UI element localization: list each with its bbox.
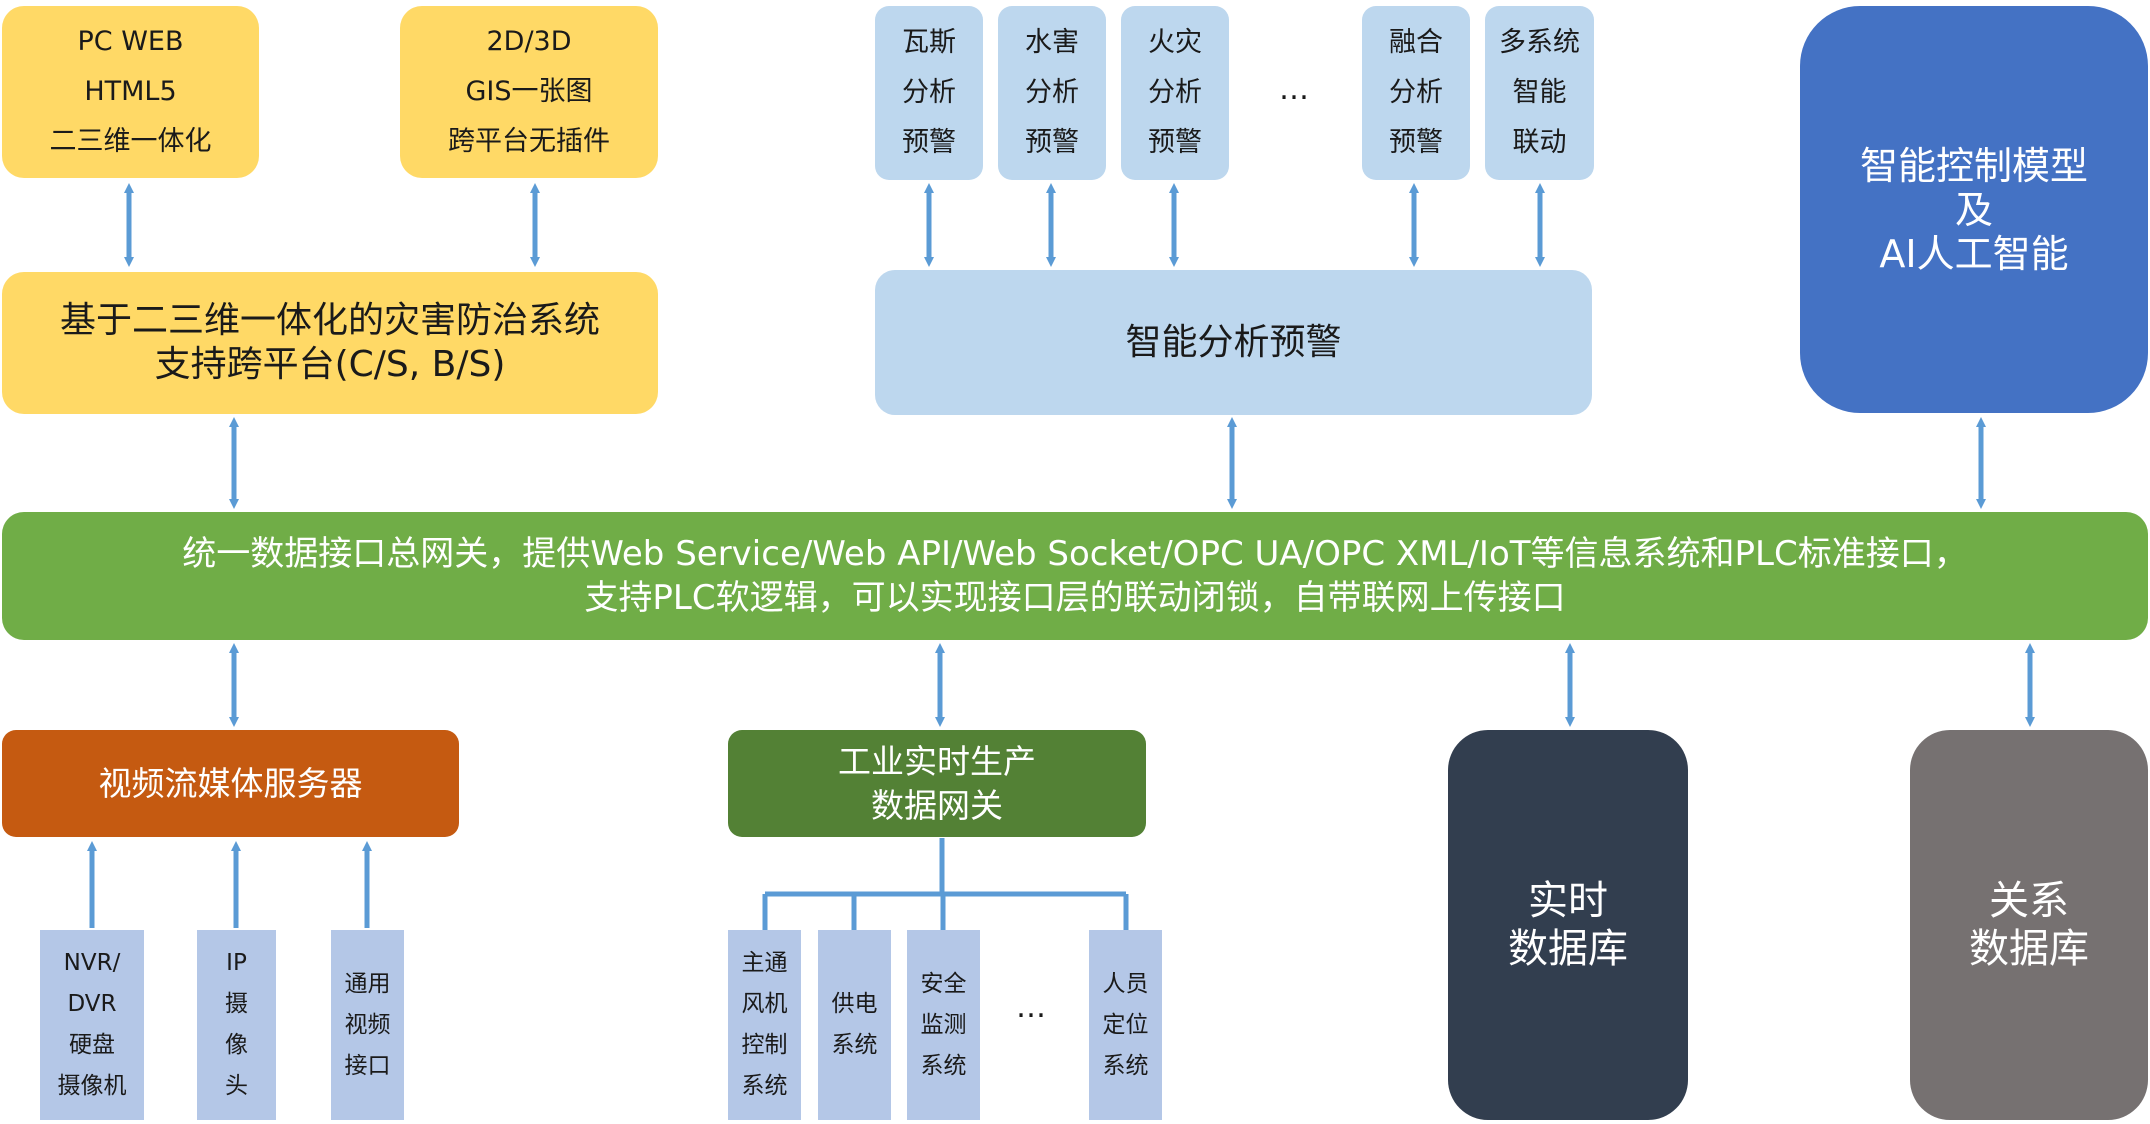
video-source-ip-line-3: 像 bbox=[225, 1032, 248, 1058]
warning-item-fire-line-3: 预警 bbox=[1148, 127, 1202, 158]
warning-ellipsis: … bbox=[1279, 72, 1309, 107]
industrial-ellipsis: … bbox=[1016, 990, 1046, 1025]
warning-item-gas-line-3: 预警 bbox=[902, 127, 956, 158]
industrial-system-personnel-line-3: 系统 bbox=[1102, 1052, 1149, 1079]
gateway-line-2: 支持PLC软逻辑，可以实现接口层的联动闭锁，自带联网上传接口 bbox=[584, 578, 1566, 618]
industrial-system-power-line-2: 系统 bbox=[831, 1032, 878, 1058]
industrial-system-personnel: 人员 定位 系统 bbox=[1089, 930, 1162, 1120]
warning-item-fire: 火灾 分析 预警 bbox=[1121, 6, 1229, 180]
pc-web-box: PC WEB HTML5 二三维一体化 bbox=[2, 6, 259, 178]
video-source-nvr-line-4: 摄像机 bbox=[57, 1073, 127, 1099]
industrial-system-personnel-line-2: 定位 bbox=[1102, 1011, 1149, 1038]
relational-database: 关系 数据库 bbox=[1910, 730, 2148, 1120]
video-source-ip-camera: IP 摄 像 头 bbox=[197, 930, 276, 1120]
realtime-database: 实时 数据库 bbox=[1448, 730, 1688, 1120]
industrial-gateway-line-1: 工业实时生产 bbox=[838, 741, 1036, 781]
disaster-system-box: 基于二三维一体化的灾害防治系统 支持跨平台(C/S, B/S) bbox=[2, 272, 658, 414]
warning-item-linkage-line-1: 多系统 bbox=[1499, 27, 1580, 58]
warning-item-fire-line-2: 分析 bbox=[1148, 77, 1202, 108]
video-source-ip-line-1: IP bbox=[226, 950, 247, 976]
warning-item-fusion-line-2: 分析 bbox=[1389, 77, 1443, 108]
video-source-ip-line-2: 摄 bbox=[225, 991, 248, 1017]
video-server-label: 视频流媒体服务器 bbox=[98, 763, 363, 803]
warning-item-gas-line-1: 瓦斯 bbox=[902, 27, 956, 58]
warning-item-linkage: 多系统 智能 联动 bbox=[1485, 6, 1594, 180]
gis-line-3: 跨平台无插件 bbox=[448, 126, 610, 157]
video-source-generic-line-1: 通用 bbox=[344, 970, 391, 997]
warning-item-fire-line-1: 火灾 bbox=[1148, 27, 1202, 58]
warning-item-linkage-line-2: 智能 bbox=[1512, 77, 1567, 108]
warning-item-water-line-2: 分析 bbox=[1025, 77, 1079, 108]
video-source-nvr-line-3: 硬盘 bbox=[69, 1032, 115, 1058]
industrial-system-safety-line-3: 系统 bbox=[920, 1052, 967, 1079]
realtime-db-line-1: 实时 bbox=[1528, 878, 1608, 924]
relational-db-line-2: 数据库 bbox=[1969, 926, 2089, 972]
disaster-system-line-1: 基于二三维一体化的灾害防治系统 bbox=[59, 300, 600, 341]
industrial-system-ventilation-line-3: 控制 bbox=[741, 1032, 788, 1058]
warning-item-fusion-line-1: 融合 bbox=[1389, 27, 1443, 58]
ai-line-1: 智能控制模型 bbox=[1859, 143, 2088, 188]
video-source-nvr: NVR/ DVR 硬盘 摄像机 bbox=[40, 930, 144, 1120]
video-source-generic-line-2: 视频 bbox=[344, 1011, 391, 1038]
industrial-system-power-line-1: 供电 bbox=[831, 991, 878, 1017]
warning-item-gas: 瓦斯 分析 预警 bbox=[875, 6, 983, 180]
industrial-system-safety-line-2: 监测 bbox=[920, 1011, 967, 1038]
video-source-generic: 通用 视频 接口 bbox=[331, 930, 404, 1120]
warning-item-fusion-line-3: 预警 bbox=[1389, 127, 1443, 158]
industrial-system-ventilation-line-4: 系统 bbox=[741, 1073, 788, 1099]
video-source-nvr-line-2: DVR bbox=[67, 991, 117, 1017]
ai-line-2: 及 bbox=[1954, 187, 1993, 232]
realtime-db-line-2: 数据库 bbox=[1508, 926, 1628, 972]
gateway-line-1: 统一数据接口总网关，提供Web Service/Web API/Web Sock… bbox=[182, 534, 1968, 574]
industrial-system-power: 供电 系统 bbox=[818, 930, 891, 1120]
industrial-system-ventilation-line-1: 主通 bbox=[741, 950, 788, 976]
industrial-system-ventilation: 主通 风机 控制 系统 bbox=[728, 930, 801, 1120]
relational-db-line-1: 关系 bbox=[1989, 878, 2069, 924]
gis-map-box: 2D/3D GIS一张图 跨平台无插件 bbox=[400, 6, 658, 178]
industrial-system-ventilation-line-2: 风机 bbox=[741, 991, 788, 1017]
smart-analysis-label: 智能分析预警 bbox=[1125, 321, 1342, 363]
warning-item-water-line-3: 预警 bbox=[1025, 127, 1079, 158]
smart-analysis-box: 智能分析预警 bbox=[875, 270, 1592, 415]
ai-model-box: 智能控制模型 及 AI人工智能 bbox=[1800, 6, 2148, 413]
unified-gateway-bar: 统一数据接口总网关，提供Web Service/Web API/Web Sock… bbox=[2, 512, 2148, 640]
industrial-system-personnel-line-1: 人员 bbox=[1102, 970, 1149, 997]
video-stream-server: 视频流媒体服务器 bbox=[2, 730, 459, 837]
industrial-gateway-line-2: 数据网关 bbox=[871, 785, 1003, 825]
warning-item-water-line-1: 水害 bbox=[1025, 27, 1079, 58]
video-source-ip-line-4: 头 bbox=[225, 1073, 248, 1099]
industrial-system-safety: 安全 监测 系统 bbox=[907, 930, 980, 1120]
warning-item-linkage-line-3: 联动 bbox=[1512, 127, 1567, 158]
disaster-system-line-2: 支持跨平台(C/S, B/S) bbox=[154, 344, 506, 385]
pc-web-line-1: PC WEB bbox=[77, 26, 184, 57]
pc-web-line-2: HTML5 bbox=[84, 76, 177, 107]
video-source-nvr-line-1: NVR/ bbox=[63, 950, 121, 976]
gis-line-2: GIS一张图 bbox=[465, 76, 593, 107]
warning-item-fusion: 融合 分析 预警 bbox=[1362, 6, 1470, 180]
video-source-generic-line-3: 接口 bbox=[344, 1052, 391, 1079]
gis-line-1: 2D/3D bbox=[486, 26, 572, 57]
industrial-system-safety-line-1: 安全 bbox=[920, 970, 967, 997]
industrial-data-gateway: 工业实时生产 数据网关 bbox=[728, 730, 1146, 837]
warning-item-gas-line-2: 分析 bbox=[902, 77, 956, 108]
warning-item-water: 水害 分析 预警 bbox=[998, 6, 1106, 180]
ai-line-3: AI人工智能 bbox=[1879, 231, 2069, 276]
pc-web-line-3: 二三维一体化 bbox=[49, 126, 212, 157]
